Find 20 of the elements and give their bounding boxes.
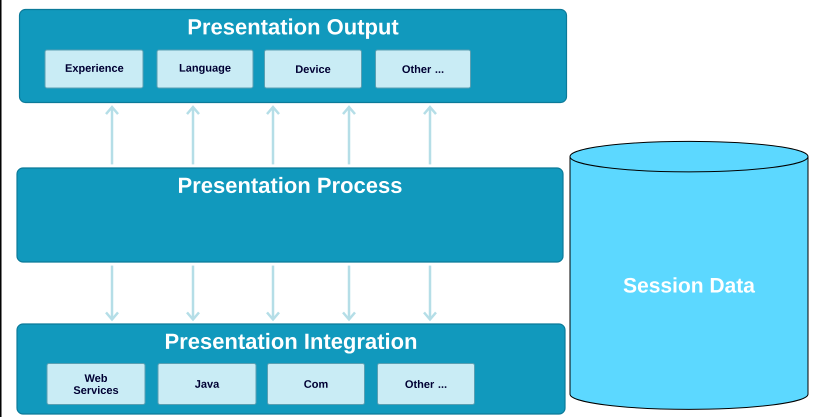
- component-box: Web Services: [46, 363, 146, 405]
- arrow: [186, 105, 200, 164]
- layer-band: Presentation Process: [16, 167, 564, 263]
- component-box: Language: [156, 50, 254, 88]
- component-box: Other ...: [375, 50, 471, 88]
- arrow: [423, 266, 437, 322]
- arrow: [266, 105, 280, 164]
- component-box: Java: [158, 363, 256, 405]
- arrow: [105, 105, 119, 164]
- component-box: Experience: [44, 50, 144, 88]
- arrow: [342, 105, 356, 164]
- arrow: [105, 266, 119, 322]
- arrow: [186, 266, 200, 322]
- component-box: Com: [267, 363, 365, 405]
- arrow: [266, 266, 280, 322]
- component-box: Other ...: [377, 363, 475, 405]
- component-box: Device: [264, 50, 362, 88]
- arrow: [423, 105, 437, 164]
- database-cylinder: Session Data: [570, 140, 808, 410]
- arrow: [342, 266, 356, 322]
